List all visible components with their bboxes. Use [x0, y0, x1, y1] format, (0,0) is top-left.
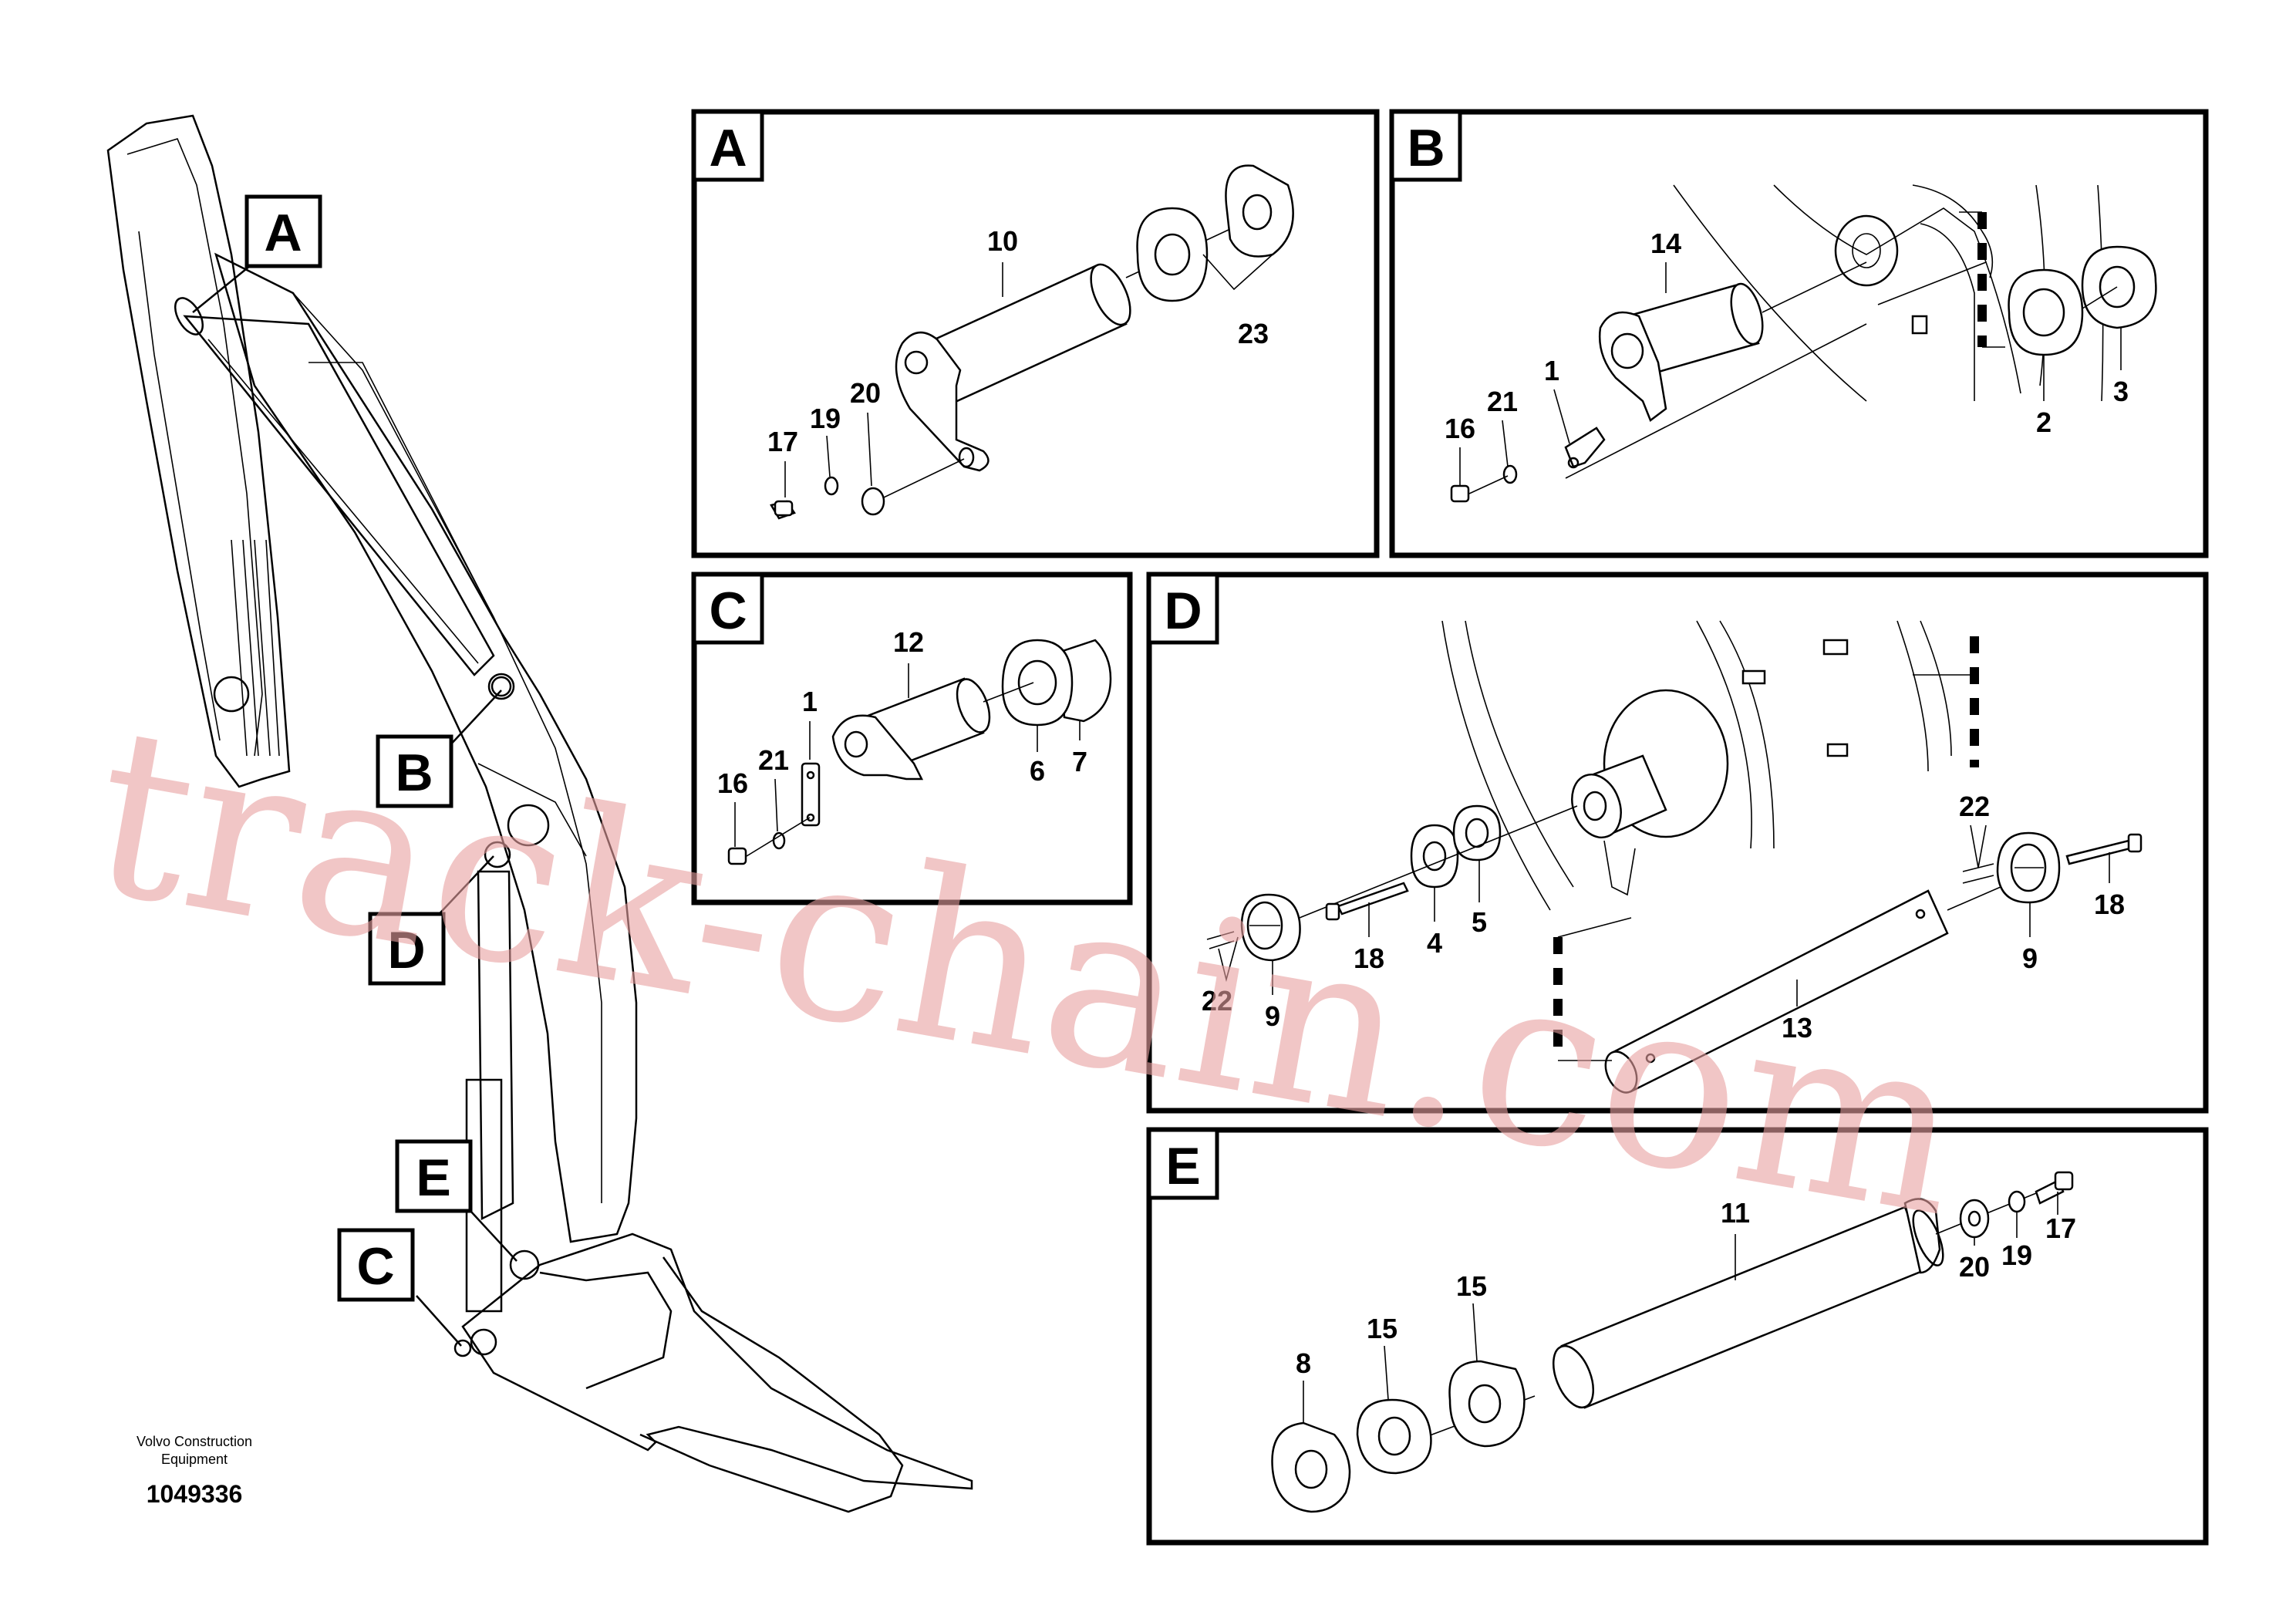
- part-e-11: 11: [1721, 1197, 1750, 1229]
- part-a-19: 19: [810, 403, 841, 434]
- drawing-number: 1049336: [147, 1480, 243, 1508]
- part-e-8: 8: [1296, 1347, 1311, 1379]
- part-b-14: 14: [1650, 228, 1681, 259]
- part-a-20: 20: [850, 377, 881, 409]
- callout-a[interactable]: A: [170, 194, 322, 339]
- part-d-5: 5: [1472, 906, 1487, 938]
- part-c-7: 7: [1072, 746, 1087, 777]
- callout-d[interactable]: D: [368, 841, 511, 986]
- part-e-17: 17: [2045, 1212, 2076, 1244]
- part-d-22-left: 22: [1202, 985, 1232, 1017]
- part-c-6: 6: [1030, 755, 1045, 787]
- part-b-1: 1: [1544, 355, 1559, 386]
- part-e-19: 19: [2001, 1239, 2032, 1271]
- callout-b-label: B: [395, 744, 433, 802]
- panel-d-label: D: [1164, 582, 1202, 640]
- part-a-10: 10: [987, 225, 1018, 257]
- part-d-22-right: 22: [1959, 791, 1990, 822]
- part-b-16: 16: [1445, 413, 1475, 444]
- part-d-9-right: 9: [2022, 943, 2038, 974]
- part-b-3: 3: [2113, 376, 2129, 407]
- callout-e-label: E: [416, 1148, 450, 1207]
- part-d-18-left: 18: [1354, 943, 1384, 974]
- part-a-17: 17: [767, 426, 798, 457]
- part-e-15-left: 15: [1367, 1313, 1397, 1344]
- company-name: Volvo Construction: [137, 1434, 252, 1449]
- panel-a: A 10 23 17 19 20: [691, 109, 1380, 558]
- part-b-2: 2: [2036, 406, 2052, 438]
- panel-d: D: [1146, 572, 2209, 1114]
- company-name-line2: Equipment: [161, 1452, 228, 1467]
- part-c-1: 1: [802, 686, 818, 717]
- panel-c-label: C: [709, 582, 747, 640]
- callout-b[interactable]: B: [376, 676, 512, 808]
- part-d-9-left: 9: [1265, 1000, 1280, 1032]
- part-d-13: 13: [1782, 1012, 1812, 1044]
- callout-e[interactable]: E: [395, 1139, 518, 1262]
- part-c-12: 12: [893, 626, 924, 658]
- panel-b-label: B: [1407, 119, 1445, 177]
- callout-c[interactable]: C: [337, 1228, 472, 1357]
- callout-c-label: C: [356, 1237, 394, 1296]
- callout-a-label: A: [264, 204, 302, 262]
- panel-a-label: A: [709, 119, 747, 177]
- watermark: track-chain.com: [76, 676, 1981, 1269]
- part-c-21: 21: [758, 744, 789, 776]
- part-c-16: 16: [717, 767, 748, 799]
- part-e-15-right: 15: [1456, 1270, 1487, 1302]
- boom-overview: [106, 114, 973, 1513]
- panel-e: E 11 8 15 15 20 19 17: [1146, 1127, 2209, 1546]
- part-d-4: 4: [1427, 927, 1442, 959]
- panel-c: C 12 1 16 21 6 7: [691, 572, 1133, 905]
- callout-d-label: D: [387, 921, 425, 980]
- part-d-18-right: 18: [2094, 889, 2125, 920]
- panel-b: B 14: [1389, 109, 2209, 558]
- panel-e-label: E: [1165, 1137, 1200, 1195]
- part-e-20: 20: [1959, 1251, 1990, 1283]
- part-a-23: 23: [1238, 318, 1269, 349]
- part-b-21: 21: [1487, 386, 1518, 417]
